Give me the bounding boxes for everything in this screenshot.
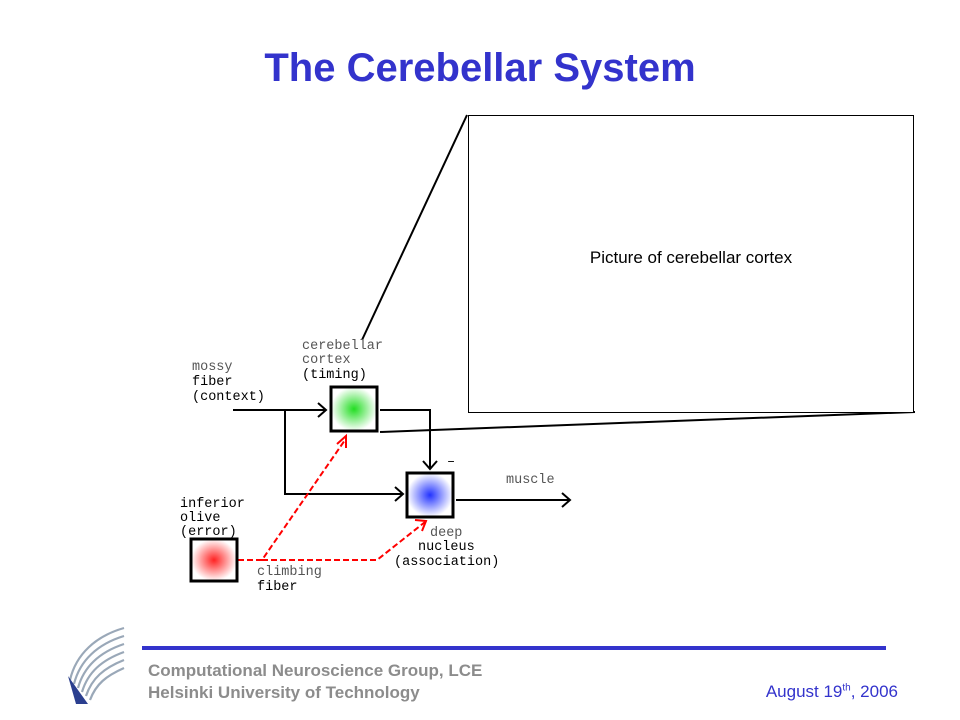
climbing-fiber-to-deep-arrowhead [414, 519, 428, 532]
olive-label-line2: olive [180, 511, 221, 526]
cortex-to-deep-arrowhead [422, 460, 438, 471]
footer-rule [142, 646, 886, 650]
muscle-label: muscle [506, 473, 555, 488]
footer-org-line2: Helsinki University of Technology [148, 683, 420, 702]
mossy-fiber-arrowhead [317, 402, 328, 418]
zoom-line-bottom [379, 411, 916, 433]
climbing-label-line1: climbing [257, 565, 322, 580]
cortex-label-line1: cerebellar [302, 339, 383, 354]
climbing-fiber-to-deep [262, 521, 426, 561]
mossy-label-line2: fiber [192, 375, 233, 390]
mossy-label-line1: mossy [192, 360, 233, 375]
mossy-collateral-arrowhead [394, 486, 405, 502]
footer-date: August 19th, 2006 [766, 682, 898, 702]
climbing-fiber-to-cortex [238, 439, 346, 561]
cortex-label-line2: cortex [302, 353, 351, 368]
inhibition-sign: – [447, 455, 455, 470]
slide-title: The Cerebellar System [264, 46, 696, 90]
footer-date-prefix: August 19 [765, 682, 843, 701]
deep-label-line3: (association) [394, 555, 499, 570]
climbing-label-line2: fiber [257, 580, 298, 595]
deep-label-line2: nucleus [418, 540, 475, 555]
cerebellar-cortex-box [329, 385, 379, 433]
olive-label-line1: inferior [180, 497, 245, 512]
footer-organization: Computational Neuroscience Group, LCE He… [148, 660, 482, 704]
cerebellar-cortex-picture-placeholder: Picture of cerebellar cortex [468, 115, 914, 413]
footer-date-suffix: , 2006 [850, 682, 898, 701]
deep-label-line1: deep [430, 526, 462, 541]
climbing-fiber-to-cortex-arrowhead [336, 433, 347, 448]
cortex-to-deep-line [380, 409, 431, 468]
picture-caption: Picture of cerebellar cortex [589, 248, 793, 267]
deep-nucleus-box [405, 471, 455, 519]
footer-date-sup: th [842, 682, 851, 694]
university-logo-icon [68, 626, 125, 704]
zoom-line-top [361, 114, 468, 341]
mossy-collateral-line [284, 410, 402, 495]
mossy-label-line3: (context) [192, 390, 265, 405]
cortex-label-line3: (timing) [302, 368, 367, 383]
footer-org-line1: Computational Neuroscience Group, LCE [148, 661, 483, 680]
olive-label-line3: (error) [180, 525, 237, 540]
muscle-arrowhead [561, 492, 572, 508]
inferior-olive-box [189, 537, 239, 583]
